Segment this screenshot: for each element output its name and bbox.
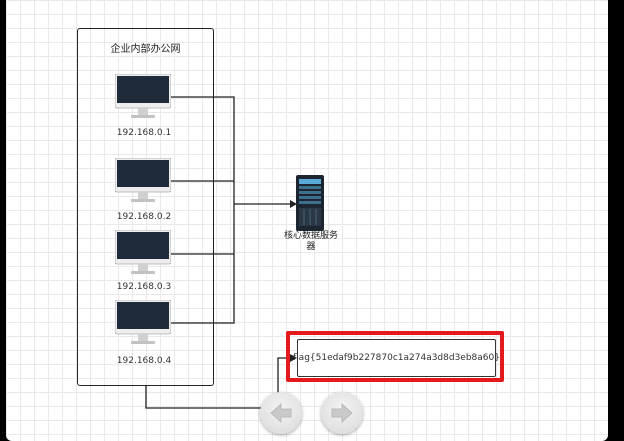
next-button[interactable] xyxy=(321,392,363,434)
arrow-left-icon xyxy=(270,403,292,423)
host-ip-label: 192.168.0.2 xyxy=(116,212,172,222)
previous-button[interactable] xyxy=(260,392,302,434)
arrowhead-flag xyxy=(290,354,297,362)
office-network-zone xyxy=(77,28,214,386)
link-host-4 xyxy=(170,204,235,324)
server-rack-icon xyxy=(296,175,324,231)
flag-text: flag{51edaf9b227870c1a274a3d8d3eb8a60} xyxy=(293,353,500,363)
host-ip-label: 192.168.0.1 xyxy=(116,128,172,138)
server-label: 核心数据服务器 xyxy=(283,231,338,252)
flag-box: flag{51edaf9b227870c1a274a3d8d3eb8a60} xyxy=(293,339,500,377)
arrow-right-icon xyxy=(331,403,353,423)
host-ip-label: 192.168.0.4 xyxy=(116,356,172,366)
link-host-1 xyxy=(170,96,235,204)
monitor-icon xyxy=(115,230,171,274)
monitor-icon xyxy=(115,74,171,118)
office-network-title: 企业内部办公网 xyxy=(110,44,181,55)
monitor-icon xyxy=(115,300,171,344)
arrowhead-server xyxy=(290,200,297,208)
monitor-icon xyxy=(115,158,171,202)
flag-highlight-frame xyxy=(286,331,504,382)
host-ip-label: 192.168.0.3 xyxy=(116,282,172,292)
